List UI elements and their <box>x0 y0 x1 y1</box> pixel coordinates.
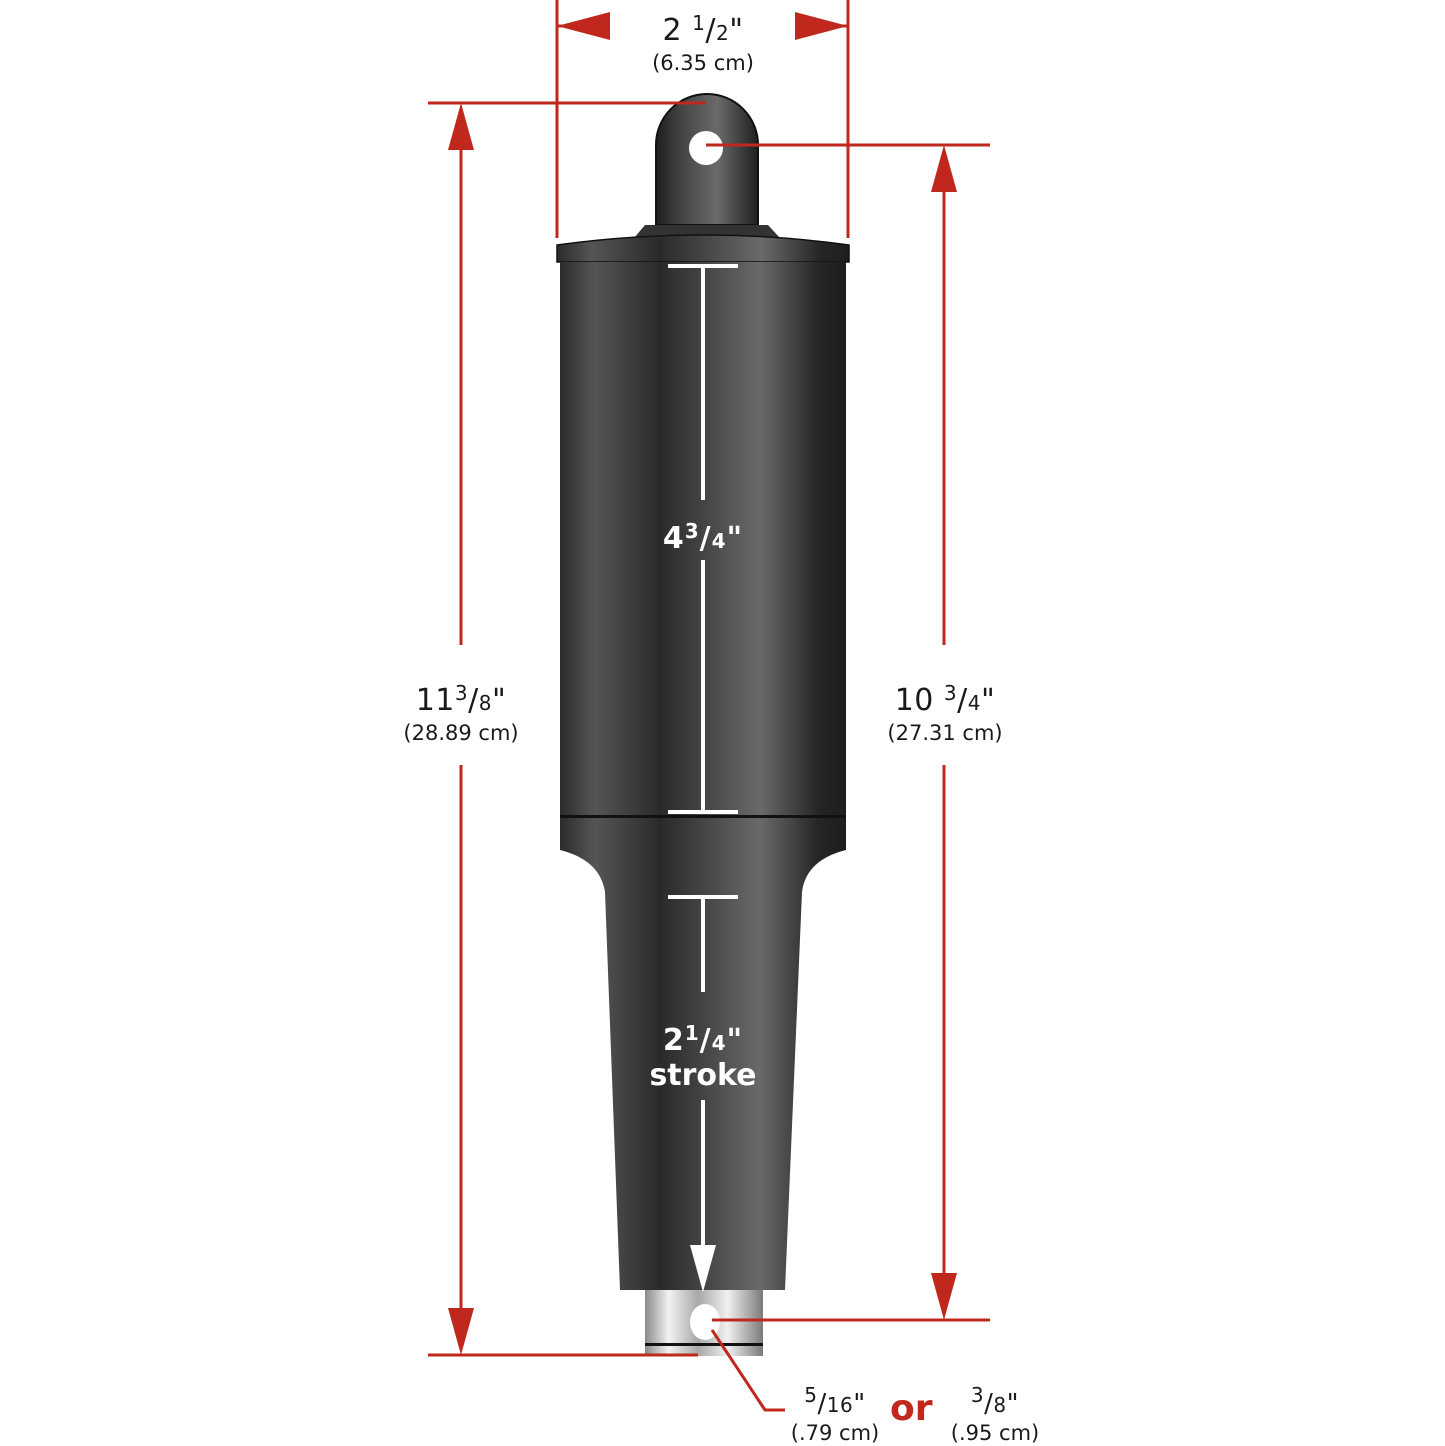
width-whole: 2 <box>662 13 683 48</box>
overall-unit: " <box>491 683 507 718</box>
width-dimension-label: 2 1/2" (6.35 cm) <box>600 6 806 76</box>
width-metric: (6.35 cm) <box>652 51 754 75</box>
hole-b-metric: (.95 cm) <box>950 1421 1040 1445</box>
pin-whole: 10 <box>894 683 934 718</box>
stroke-unit: " <box>726 1023 744 1058</box>
rod-end <box>645 1290 763 1356</box>
pin-hole-separator: or <box>890 1388 933 1429</box>
overall-whole: 11 <box>415 683 455 718</box>
hole-b-den: 8 <box>993 1393 1007 1417</box>
overall-num: 3 <box>454 681 469 705</box>
hole-a-unit: " <box>853 1389 866 1419</box>
pin-hole-option-a: 5/16" (.79 cm) <box>780 1380 890 1446</box>
hole-a-metric: (.79 cm) <box>790 1421 880 1445</box>
pin-to-pin-length-label: 10 3/4" (27.31 cm) <box>870 676 1020 746</box>
stroke-word: stroke <box>649 1058 757 1093</box>
lower-tube <box>560 850 846 1290</box>
hole-b-unit: " <box>1006 1389 1020 1419</box>
overall-den: 8 <box>478 691 492 715</box>
hole-a-num: 5 <box>804 1383 818 1407</box>
body-num: 3 <box>684 519 700 543</box>
pin-unit: " <box>981 683 996 718</box>
stroke-num: 1 <box>684 1021 700 1045</box>
stroke-label: 21/4" stroke <box>632 1016 774 1092</box>
body-length-marker <box>668 264 738 814</box>
dimension-arrowheads <box>448 12 957 1355</box>
stroke-whole: 2 <box>662 1023 685 1058</box>
pin-num: 3 <box>943 681 958 705</box>
width-unit: " <box>729 13 744 48</box>
body-unit: " <box>726 521 744 556</box>
overall-length-label: 113/8" (28.89 cm) <box>386 676 536 746</box>
top-mount-eye <box>634 93 780 238</box>
pin-den: 4 <box>967 691 981 715</box>
stroke-arrowhead <box>690 1245 716 1292</box>
width-num: 1 <box>692 11 706 35</box>
top-cap <box>556 234 850 263</box>
stroke-marker <box>668 895 738 1250</box>
pin-hole-option-b: 3/8" (.95 cm) <box>940 1380 1050 1446</box>
hole-b-num: 3 <box>970 1383 985 1407</box>
hole-a-den: 16 <box>826 1393 854 1417</box>
stroke-den: 4 <box>711 1031 727 1055</box>
overall-metric: (28.89 cm) <box>403 721 519 745</box>
body-length-label: 43/4" <box>662 519 744 556</box>
width-den: 2 <box>715 21 730 45</box>
body-collar <box>560 818 846 850</box>
body-whole: 4 <box>662 521 685 556</box>
body-den: 4 <box>711 529 727 553</box>
pin-metric: (27.31 cm) <box>887 721 1003 745</box>
